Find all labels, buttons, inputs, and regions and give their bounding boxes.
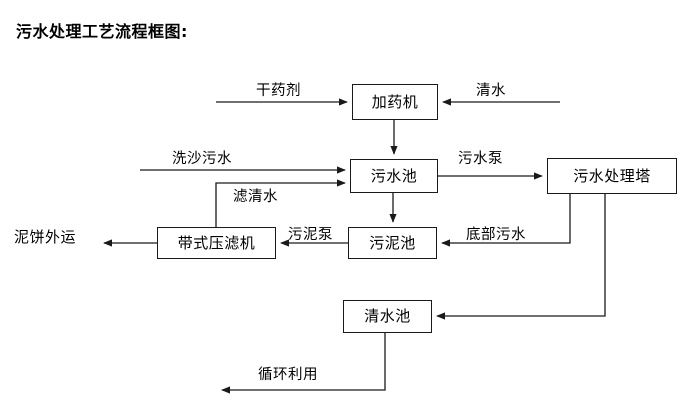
edge-tower-bottom-sewage-to-sludge-pool — [441, 194, 571, 247]
node-sludge-pool[interactable]: 污泥池 — [348, 227, 437, 259]
edge-clear-water-pool-to-recycle — [221, 333, 386, 394]
edge-filtrate-return-to-wastewater-pool — [215, 179, 346, 227]
node-treatment-tower[interactable]: 污水处理塔 — [547, 158, 677, 194]
page-title: 污水处理工艺流程框图: — [16, 22, 188, 41]
node-label: 污水池 — [370, 166, 418, 185]
node-belt-filter-press[interactable]: 带式压滤机 — [157, 227, 276, 259]
edge-label-filtered-water: 滤清水 — [233, 189, 278, 205]
edge-label-dry-chemical: 干药剂 — [256, 83, 301, 99]
node-label: 污泥池 — [369, 233, 416, 252]
node-label: 加药机 — [371, 92, 419, 111]
edge-label-sewage-pump: 污水泵 — [458, 151, 503, 167]
edge-label-bottom-sewage: 底部污水 — [466, 227, 526, 243]
node-label: 带式压滤机 — [177, 233, 256, 252]
edge-label-sludge-pump: 污泥泵 — [288, 227, 333, 243]
node-wastewater-pool[interactable]: 污水池 — [350, 159, 438, 193]
node-clear-water-pool[interactable]: 清水池 — [343, 300, 432, 333]
edge-tower-to-clear-water-pool — [436, 194, 606, 320]
node-label: 清水池 — [364, 307, 411, 325]
node-label: 污水处理塔 — [573, 166, 651, 185]
terminal-label-mud-cake-out: 泥饼外运 — [14, 228, 77, 246]
node-dosing-machine[interactable]: 加药机 — [352, 84, 438, 120]
edge-label-sand-wash-water: 洗沙污水 — [172, 151, 232, 167]
edge-label-recycle-use: 循环利用 — [258, 367, 318, 383]
edge-label-clean-water: 清水 — [476, 83, 506, 99]
